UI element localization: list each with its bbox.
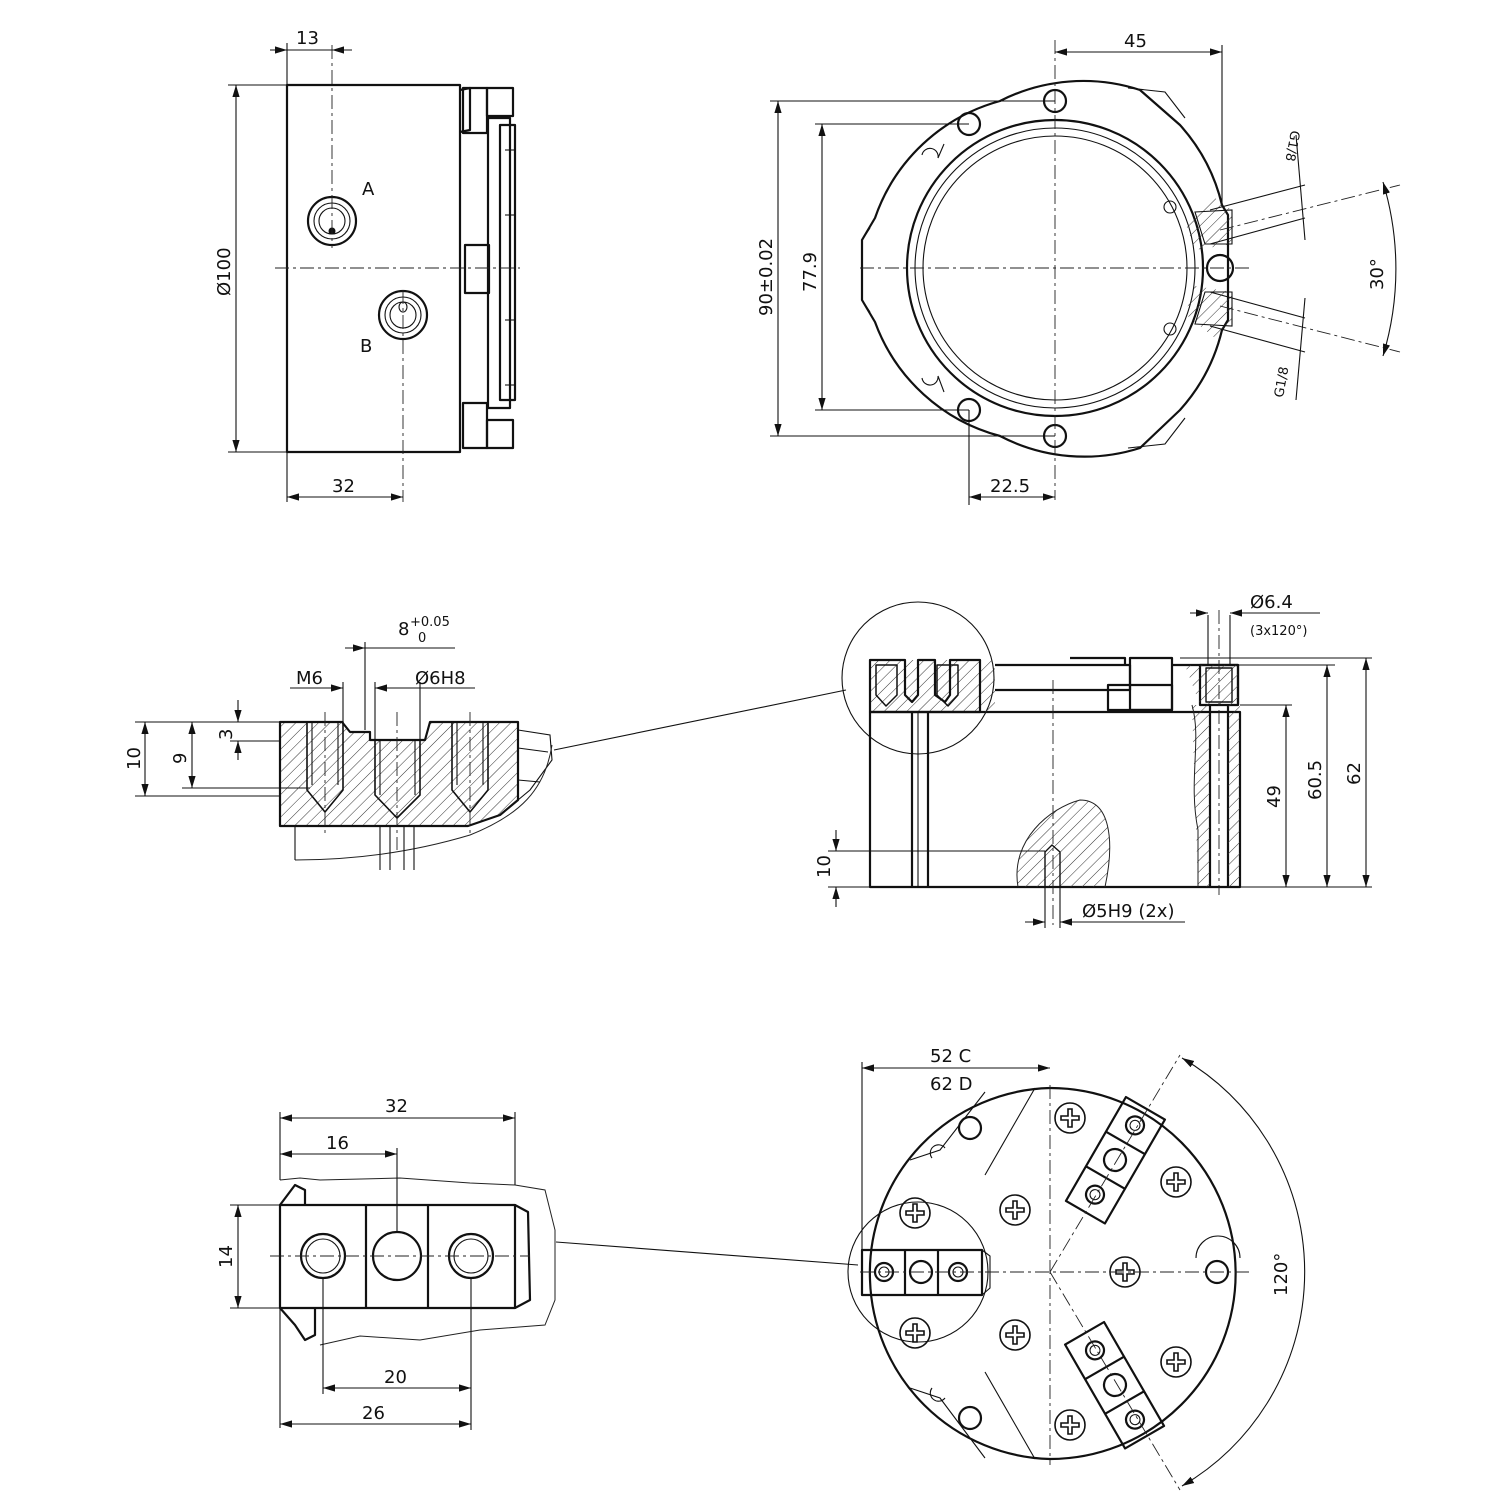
dim-3-detail: 3 [216, 729, 237, 740]
hole-pattern: (3x120°) [1250, 624, 1307, 639]
dim-60-5: 60.5 [1305, 760, 1326, 800]
dim-49: 49 [1264, 785, 1285, 808]
port-b-label: B [360, 336, 372, 357]
dim-77-9: 77.9 [800, 252, 821, 292]
dim-32-jaw: 32 [385, 1096, 408, 1117]
dim-22-5: 22.5 [990, 476, 1030, 497]
dim-9-detail: 9 [170, 753, 191, 764]
dim-8-tol-lower: 0 [418, 631, 426, 646]
thread-lower: G1/8 [1272, 366, 1292, 399]
dim-8-tol-upper: +0.05 [410, 615, 450, 630]
thread-upper: G1/8 [1282, 129, 1302, 162]
dim-62: 62 [1344, 762, 1365, 785]
dim-14-jaw: 14 [216, 1245, 237, 1268]
dim-10-detail: 10 [124, 747, 145, 770]
dim-45: 45 [1124, 31, 1147, 52]
dim-32: 32 [332, 476, 355, 497]
dim-26-jaw: 26 [362, 1403, 385, 1424]
side-view-gripper: 13 32 Ø100 A B [214, 28, 520, 502]
port-a-label: A [362, 179, 375, 200]
gripper-face-view: 52 C 62 D 120° [847, 1046, 1306, 1491]
dim-20-jaw: 20 [384, 1367, 407, 1388]
dim-16-jaw: 16 [326, 1133, 349, 1154]
thread-m6: M6 [296, 668, 323, 689]
jaw-detail-top: 32 16 14 20 26 [216, 1096, 859, 1430]
angle-120: 120° [1271, 1253, 1292, 1296]
dim-52-c: 52 C [930, 1046, 971, 1067]
dim-diameter-100: Ø100 [214, 247, 235, 296]
dim-62-d: 62 D [930, 1074, 973, 1095]
angle-30: 30° [1367, 258, 1388, 290]
dim-13: 13 [296, 28, 319, 49]
front-section-body: Ø6.4 (3x120°) 49 60.5 62 10 Ø5H9 (2x) [814, 592, 1372, 928]
dim-90: 90±0.02 [756, 238, 777, 316]
hole-dia-6-4: Ø6.4 [1250, 592, 1293, 613]
top-view-ring: 30° G1/8 G1/8 45 90±0.02 77.9 22.5 [756, 31, 1401, 505]
dim-8: 8 [398, 619, 409, 640]
pin-bore-5h9: Ø5H9 (2x) [1082, 901, 1174, 922]
detail-section-jaw: 8 +0.05 0 M6 Ø6H8 10 9 3 [124, 615, 847, 870]
bore-6h8: Ø6H8 [415, 668, 466, 689]
dim-10-front: 10 [814, 855, 835, 878]
